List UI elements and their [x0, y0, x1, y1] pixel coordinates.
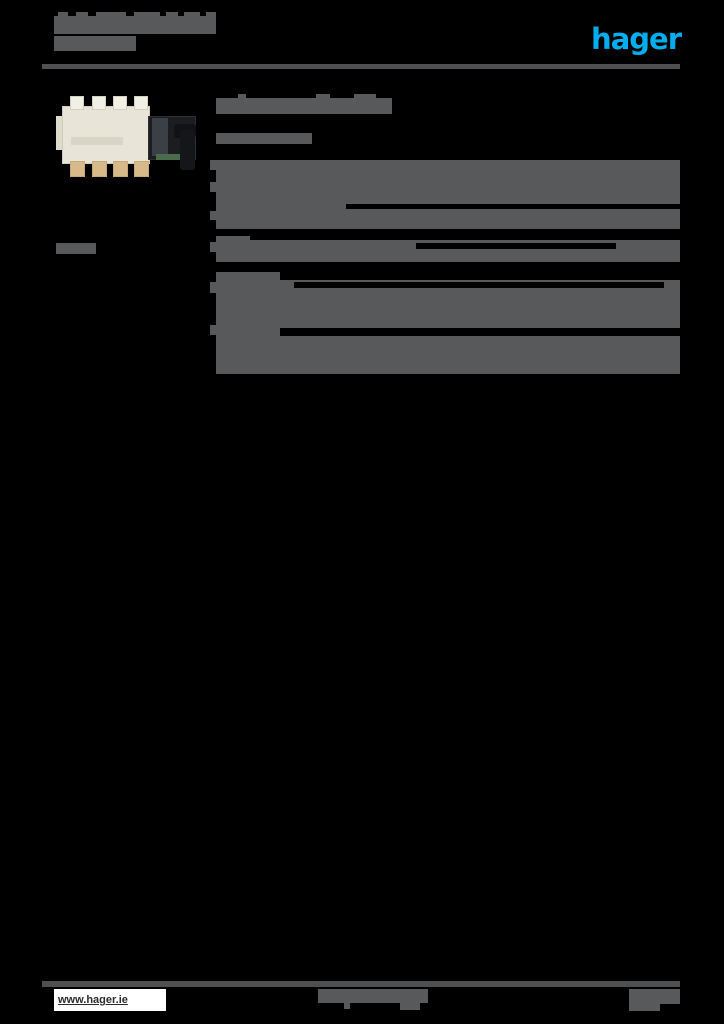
title-notch [166, 12, 178, 17]
row-marker [210, 182, 218, 192]
heading-notch [238, 94, 246, 99]
footer-website-link[interactable]: www.hager.ie [54, 989, 166, 1011]
specification-heading [216, 94, 392, 114]
title-notch [76, 12, 88, 17]
table-row [210, 209, 680, 229]
product-photo-terminal [113, 161, 128, 177]
title-notch [134, 12, 160, 17]
product-photo-terminal [92, 96, 106, 110]
table-row [216, 272, 280, 281]
left-column-label [56, 243, 96, 254]
heading-notch [354, 94, 376, 99]
product-photo-housing [62, 106, 150, 164]
product-photo-terminal [70, 96, 84, 110]
specification-table [210, 88, 680, 383]
product-photo-terminal [134, 161, 149, 177]
header-divider [42, 64, 680, 69]
heading-notch [316, 94, 330, 99]
product-photo-terminal [113, 96, 127, 110]
product-photo-mechanism-plate [152, 118, 168, 156]
page-footer [0, 978, 724, 1024]
product-photo [56, 88, 204, 184]
product-photo-terminal [70, 161, 85, 177]
product-photo-terminal [134, 96, 148, 110]
title-notch [184, 12, 200, 17]
footer-center-tail [400, 1003, 420, 1010]
page-header: hager [0, 0, 724, 80]
product-photo-side-panel [56, 116, 64, 150]
table-row [210, 160, 680, 204]
row-marker [210, 242, 218, 252]
hager-wordmark: hager [591, 22, 682, 56]
table-row [210, 324, 280, 336]
table-row [210, 240, 680, 262]
hager-logo: hager [585, 22, 682, 56]
document-title-line-1 [54, 12, 216, 34]
footer-page-number-notch [660, 1004, 680, 1012]
footer-center-text [318, 989, 428, 1003]
table-row [216, 336, 680, 374]
product-photo-handle [180, 130, 195, 170]
table-row [216, 204, 346, 212]
product-photo-pcb [156, 154, 190, 160]
row-gap [416, 243, 616, 249]
row-marker [210, 160, 218, 170]
row-marker [210, 325, 218, 335]
document-title-line-2 [54, 36, 136, 51]
product-photo-terminal [92, 161, 107, 177]
footer-center-mark [344, 1003, 350, 1009]
title-notch [96, 12, 126, 17]
footer-divider [42, 981, 680, 987]
title-notch [206, 12, 216, 17]
row-marker [210, 282, 218, 293]
table-row [210, 280, 680, 328]
row-gap [294, 282, 664, 288]
specification-subheading [216, 133, 312, 144]
title-notch [58, 12, 68, 17]
row-marker [210, 211, 218, 220]
